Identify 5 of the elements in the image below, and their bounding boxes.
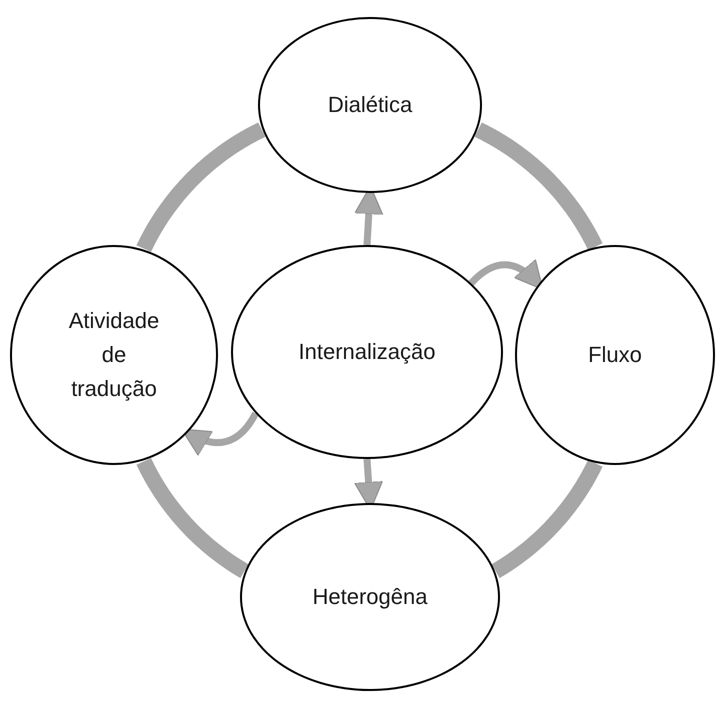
node-label: Internalização	[298, 338, 436, 366]
node-label: Dialética	[328, 91, 412, 119]
node-label: Fluxo	[588, 341, 642, 369]
node-label: Heterogêna	[312, 583, 428, 611]
node-label: Atividade de tradução	[68, 307, 160, 403]
